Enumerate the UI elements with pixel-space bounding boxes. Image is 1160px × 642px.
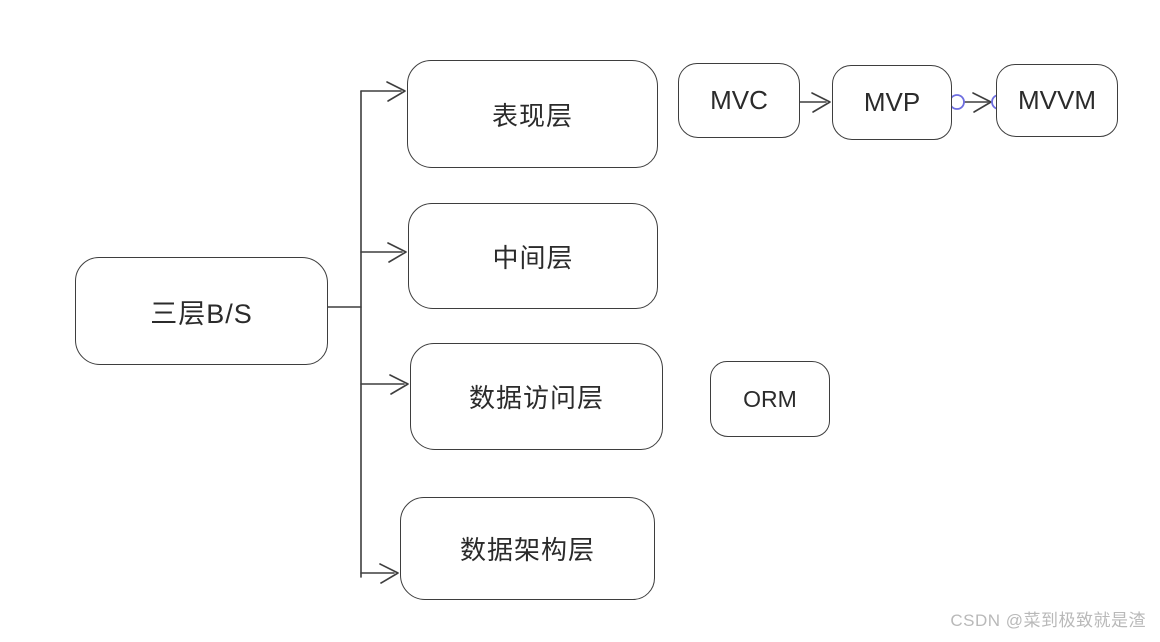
watermark: CSDN @菜到极致就是渣 (950, 611, 1146, 630)
node-mvc-label: MVC (710, 85, 768, 115)
node-orm-label: ORM (743, 385, 797, 412)
arrowhead-icon (387, 242, 407, 263)
arrowhead-icon (386, 81, 406, 102)
node-middle-layer[interactable]: 中间层 (408, 203, 658, 309)
node-presentation-layer-label: 表现层 (491, 100, 573, 131)
node-middle-layer-label: 中间层 (492, 242, 574, 273)
node-data-architecture-layer-label: 数据架构层 (459, 535, 595, 565)
node-three-tier-bs-label: 三层B/S (150, 298, 253, 329)
connector-handle-icon[interactable] (949, 94, 965, 110)
arrowhead-icon (972, 92, 992, 113)
node-mvp-label: MVP (863, 87, 921, 117)
node-three-tier-bs[interactable]: 三层B/S (75, 257, 328, 365)
node-mvvm-label: MVVM (1018, 85, 1096, 115)
node-data-access-layer-label: 数据访问层 (468, 383, 604, 413)
node-data-access-layer[interactable]: 数据访问层 (410, 343, 663, 450)
node-data-architecture-layer[interactable]: 数据架构层 (400, 497, 655, 600)
arrowhead-icon (389, 374, 409, 395)
node-mvvm[interactable]: MVVM (996, 64, 1118, 137)
node-mvp[interactable]: MVP (832, 65, 952, 140)
node-mvc[interactable]: MVC (678, 63, 800, 138)
node-orm[interactable]: ORM (710, 361, 830, 437)
arrowhead-icon (379, 563, 399, 584)
node-presentation-layer[interactable]: 表现层 (407, 60, 658, 168)
arrowhead-icon (811, 92, 831, 113)
